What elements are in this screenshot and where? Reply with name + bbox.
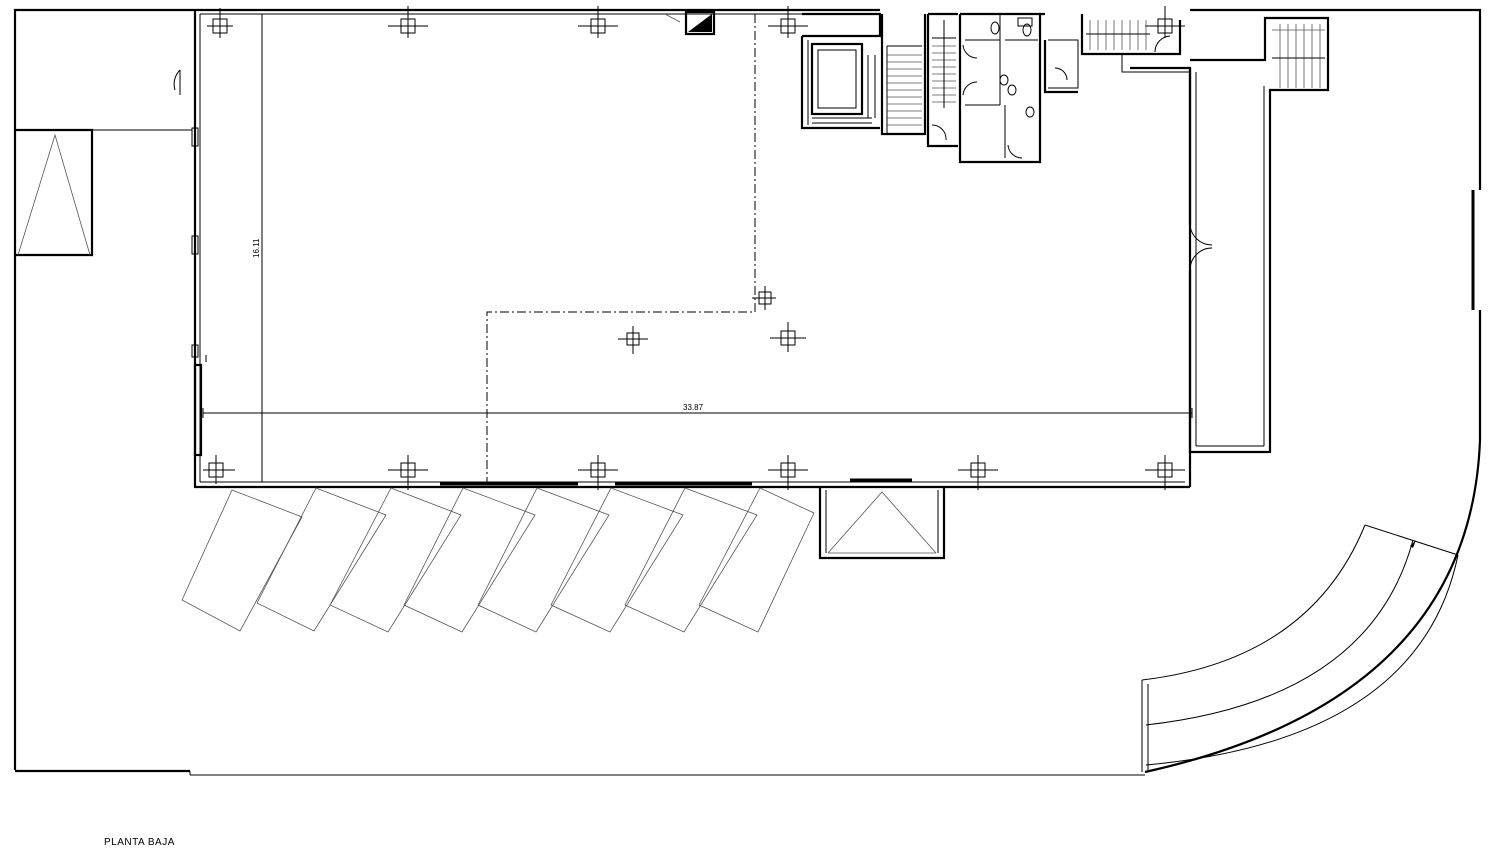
stair-upper — [1080, 14, 1190, 73]
column-10 — [388, 455, 428, 490]
column-14 — [1145, 455, 1185, 490]
right-terrace — [1188, 16, 1330, 454]
entry-canopy — [818, 487, 946, 560]
columns — [203, 6, 1185, 490]
column-9 — [203, 455, 235, 484]
parking-space-8 — [698, 487, 815, 633]
left-annex — [15, 69, 192, 257]
stair-core-2 — [926, 12, 958, 148]
column-1 — [207, 8, 233, 38]
ramp — [1141, 524, 1459, 772]
column-5 — [1145, 6, 1185, 38]
column-7 — [770, 322, 806, 352]
column-8 — [752, 286, 776, 310]
column-6 — [618, 326, 648, 354]
service-core — [664, 10, 1190, 164]
stair-terrace — [1272, 24, 1325, 88]
parking-space-6 — [550, 487, 684, 633]
parking-space-2 — [256, 487, 387, 632]
parking-space-7 — [624, 487, 758, 633]
dimension-width-label: 33.87 — [683, 403, 704, 412]
column-2 — [388, 6, 428, 38]
column-4 — [768, 6, 808, 38]
stair-core-1 — [880, 14, 927, 136]
column-11 — [578, 455, 618, 490]
dimension-depth-label: 16.11 — [252, 238, 261, 258]
site-boundary — [13, 8, 1482, 776]
parking-space-3 — [329, 487, 462, 633]
parking-space-1 — [181, 489, 303, 632]
column-12 — [768, 455, 808, 490]
drawing-title: PLANTA BAJA — [104, 837, 175, 848]
parking-spaces — [181, 487, 815, 633]
parking-space-5 — [477, 487, 610, 633]
dimensions — [202, 408, 1193, 418]
main-hall — [191, 8, 1213, 489]
column-3 — [578, 6, 618, 38]
parking-space-4 — [403, 487, 536, 633]
column-13 — [958, 455, 998, 490]
wc-block — [958, 12, 1045, 164]
